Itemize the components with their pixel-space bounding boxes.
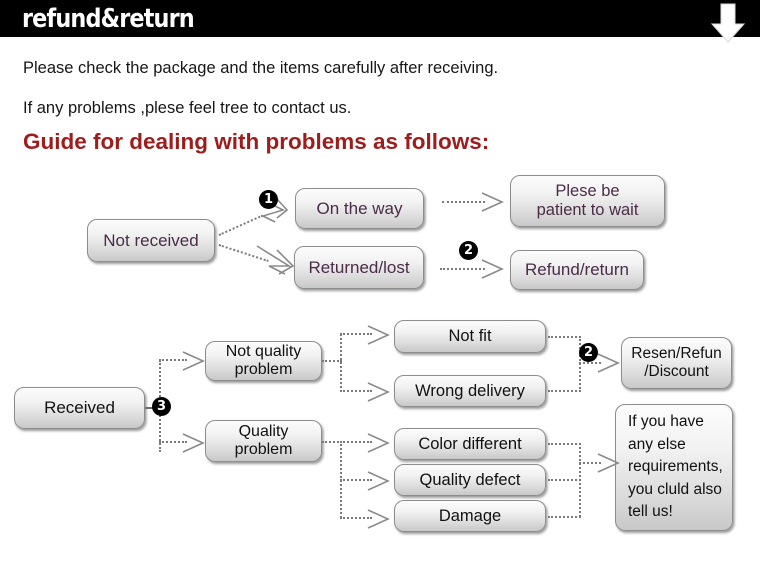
connector-ontheway-wait: [442, 201, 485, 203]
node-not-received-label: Not received: [103, 230, 199, 250]
node-plese-be-patient: Plese be patient to wait: [510, 175, 665, 227]
badge-1-label: 1: [263, 192, 274, 207]
guide-heading: Guide for dealing with problems as follo…: [23, 129, 490, 154]
arrowhead-note: [596, 452, 622, 474]
connector-quality-damage: [340, 517, 372, 519]
node-not-received: Not received: [87, 219, 215, 262]
node-not-quality-problem-line1: Not quality: [225, 342, 302, 360]
node-resend-refund-discount-line1: Resen/Refun: [631, 345, 722, 363]
node-extra-requirements-note: If you have any else requirements, you c…: [615, 404, 733, 531]
connector-received-to-quality: [159, 441, 187, 443]
connector-qualitydefect-merge: [548, 479, 581, 481]
note-line-5: tell us!: [628, 503, 673, 521]
node-quality-problem-line2: problem: [234, 441, 293, 458]
node-returned-lost: Returned/lost: [294, 246, 424, 289]
badge-3-label: 3: [156, 399, 167, 414]
connector-colordifferent-merge: [548, 443, 581, 445]
connector-merge-bus-top: [579, 336, 581, 392]
node-quality-defect: Quality defect: [394, 464, 546, 496]
header-bar: [0, 0, 760, 37]
arrowhead-not-fit: [366, 324, 392, 346]
node-not-quality-problem: Not quality problem: [205, 341, 322, 381]
node-not-fit-label: Not fit: [448, 327, 492, 346]
node-wrong-delivery: Wrong delivery: [394, 375, 546, 407]
node-received: Received: [14, 387, 145, 429]
connector-wrongdelivery-merge: [548, 390, 581, 392]
node-plese-be-patient-line2: patient to wait: [536, 201, 639, 219]
node-not-quality-problem-line2: problem: [234, 361, 293, 378]
node-refund-return: Refund/return: [510, 250, 644, 290]
connector-quality-qualitydefect: [340, 479, 372, 481]
arrowhead-damage: [366, 508, 392, 530]
node-on-the-way-label: On the way: [316, 198, 403, 218]
connector-notquality-wrongdelivery: [340, 390, 372, 392]
badge-2-top: 2: [459, 241, 478, 260]
connector-merge-bus-bottom: [579, 443, 581, 517]
node-returned-lost-label: Returned/lost: [308, 257, 410, 277]
badge-3: 3: [152, 397, 171, 416]
intro-line-2: If any problems ,plese feel tree to cont…: [23, 99, 352, 117]
arrowhead-returned-lost: [255, 244, 295, 278]
connector-quality-colordifferent: [340, 441, 372, 443]
arrowhead-resend: [596, 352, 622, 374]
badge-1: 1: [259, 190, 278, 209]
connector-damage-merge: [548, 516, 581, 518]
arrowhead-wait: [480, 191, 506, 213]
connector-returned-refund: [440, 268, 485, 270]
note-line-2: any else: [628, 435, 686, 453]
node-color-different: Color different: [394, 428, 546, 460]
connector-merge-to-note: [579, 462, 601, 464]
note-line-4: you cluld also: [628, 480, 722, 498]
connector-notquality-notfit: [340, 333, 372, 335]
arrowhead-not-quality: [181, 350, 207, 372]
arrowhead-quality: [181, 432, 207, 454]
connector-merge-to-resend: [579, 362, 601, 364]
node-resend-refund-discount: Resen/Refun /Discount: [621, 337, 732, 389]
node-refund-return-label: Refund/return: [525, 260, 629, 280]
page-title: refund&return: [22, 4, 195, 34]
node-quality-problem: Quality problem: [205, 420, 322, 462]
connector-notquality-bus: [340, 334, 342, 392]
node-color-different-label: Color different: [418, 434, 522, 453]
node-received-label: Received: [44, 398, 115, 418]
node-damage: Damage: [394, 500, 546, 532]
node-plese-be-patient-line1: Plese be: [555, 182, 620, 201]
badge-2-top-label: 2: [463, 243, 474, 258]
connector-received-to-notquality: [159, 359, 187, 361]
arrow-down-icon: [706, 2, 750, 44]
note-line-3: requirements,: [628, 458, 723, 476]
node-resend-refund-discount-line2: /Discount: [644, 363, 709, 380]
arrowhead-quality-defect: [366, 470, 392, 492]
node-quality-defect-label: Quality defect: [419, 470, 521, 489]
node-wrong-delivery-label: Wrong delivery: [415, 381, 525, 400]
badge-2-bottom-label: 2: [583, 345, 594, 360]
node-quality-problem-line1: Quality: [238, 422, 289, 440]
node-damage-label: Damage: [438, 506, 502, 525]
node-not-fit: Not fit: [394, 320, 546, 353]
badge-2-bottom: 2: [579, 343, 598, 362]
connector-notquality-stub: [322, 360, 342, 362]
arrowhead-wrong-delivery: [366, 381, 392, 403]
connector-notfit-merge: [548, 336, 581, 338]
arrowhead-color-different: [366, 432, 392, 454]
connector-quality-stub: [322, 441, 342, 443]
node-on-the-way: On the way: [295, 188, 424, 229]
arrowhead-refund: [480, 258, 506, 280]
note-line-1: If you have: [628, 413, 704, 431]
intro-line-1: Please check the package and the items c…: [23, 59, 499, 77]
